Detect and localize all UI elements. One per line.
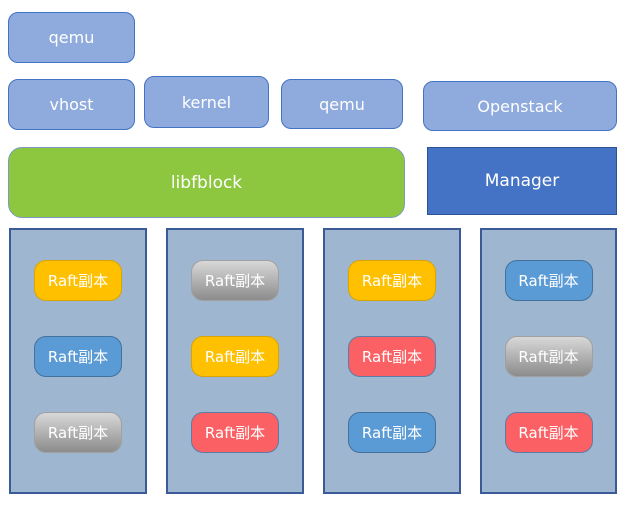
raft-replica-box: Raft副本 <box>504 260 593 301</box>
manager-box: Manager <box>427 147 617 215</box>
node-column-4: Raft副本 Raft副本 Raft副本 <box>480 228 617 494</box>
raft-replica-box: Raft副本 <box>504 336 593 377</box>
raft-replica-box: Raft副本 <box>34 412 122 453</box>
vhost-box: vhost <box>8 79 135 130</box>
raft-replica-box: Raft副本 <box>348 336 436 377</box>
qemu-box: qemu <box>281 79 403 129</box>
libfblock-box: libfblock <box>8 147 405 218</box>
node-column-1: Raft副本 Raft副本 Raft副本 <box>9 228 147 494</box>
raft-replica-box: Raft副本 <box>191 260 279 301</box>
raft-replica-box: Raft副本 <box>191 412 279 453</box>
raft-replica-box: Raft副本 <box>34 336 122 377</box>
openstack-box: Openstack <box>423 81 617 131</box>
raft-replica-box: Raft副本 <box>504 412 593 453</box>
raft-replica-box: Raft副本 <box>191 336 279 377</box>
node-column-2: Raft副本 Raft副本 Raft副本 <box>166 228 304 494</box>
kernel-box: kernel <box>144 76 269 128</box>
raft-replica-box: Raft副本 <box>348 412 436 453</box>
raft-replica-box: Raft副本 <box>34 260 122 301</box>
raft-replica-box: Raft副本 <box>348 260 436 301</box>
node-column-3: Raft副本 Raft副本 Raft副本 <box>323 228 461 494</box>
qemu-top-box: qemu <box>8 12 135 63</box>
